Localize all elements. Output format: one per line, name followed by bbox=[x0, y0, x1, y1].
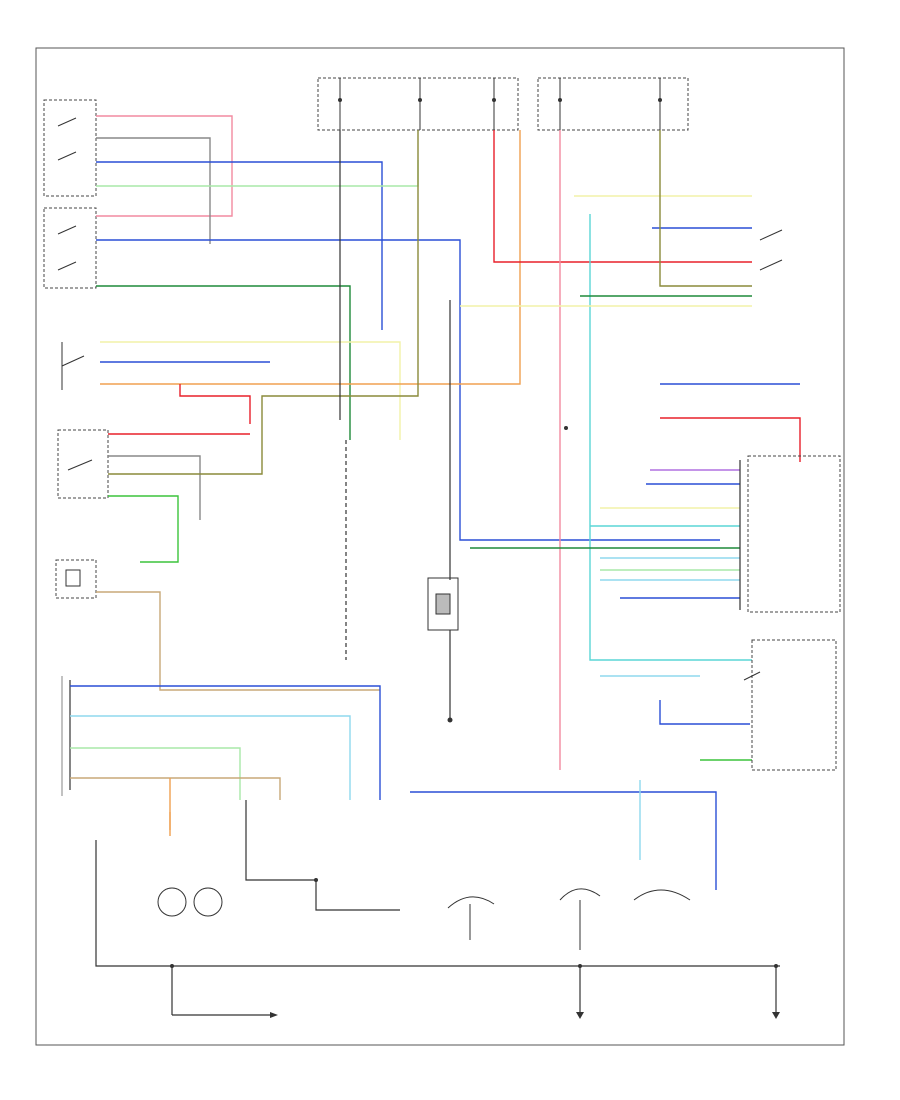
ac-pressure-switch bbox=[61, 342, 85, 390]
wire-group-bottom bbox=[169, 780, 717, 890]
ground-g2 bbox=[576, 1012, 584, 1019]
ground-g3 bbox=[772, 1012, 780, 1019]
door-motor-1 bbox=[447, 896, 495, 940]
door-motor-3 bbox=[633, 889, 691, 901]
ground-point-center bbox=[447, 717, 453, 723]
mode-door-actuator bbox=[759, 229, 783, 271]
wire-actuator-tan bbox=[96, 591, 380, 691]
fuse-box-top-left bbox=[317, 77, 519, 131]
wire-group-resistor bbox=[108, 130, 419, 563]
door-motor-2 bbox=[559, 888, 601, 950]
ac-compressor-clutch bbox=[427, 577, 459, 631]
bottom-bus bbox=[95, 800, 780, 1016]
right-connector bbox=[739, 455, 841, 613]
blend-door-actuator bbox=[55, 559, 97, 599]
ground-g1 bbox=[270, 1012, 278, 1018]
splice-points bbox=[170, 426, 778, 968]
blower-motor bbox=[157, 887, 223, 917]
hvac-control-module bbox=[61, 676, 71, 796]
blower-switch bbox=[43, 207, 97, 289]
center-harness bbox=[339, 130, 451, 720]
wire-group-module bbox=[70, 685, 381, 830]
recirc-door-actuator bbox=[743, 639, 837, 771]
wire-group-left-mid bbox=[100, 130, 521, 440]
wire-group-right bbox=[460, 130, 801, 770]
wire-group-left-top bbox=[96, 115, 720, 541]
diagram-frame bbox=[35, 47, 845, 1046]
blower-motor-resistor bbox=[57, 429, 109, 499]
ac-selector-switch bbox=[43, 99, 97, 197]
fuse-box-top-right bbox=[537, 77, 689, 131]
